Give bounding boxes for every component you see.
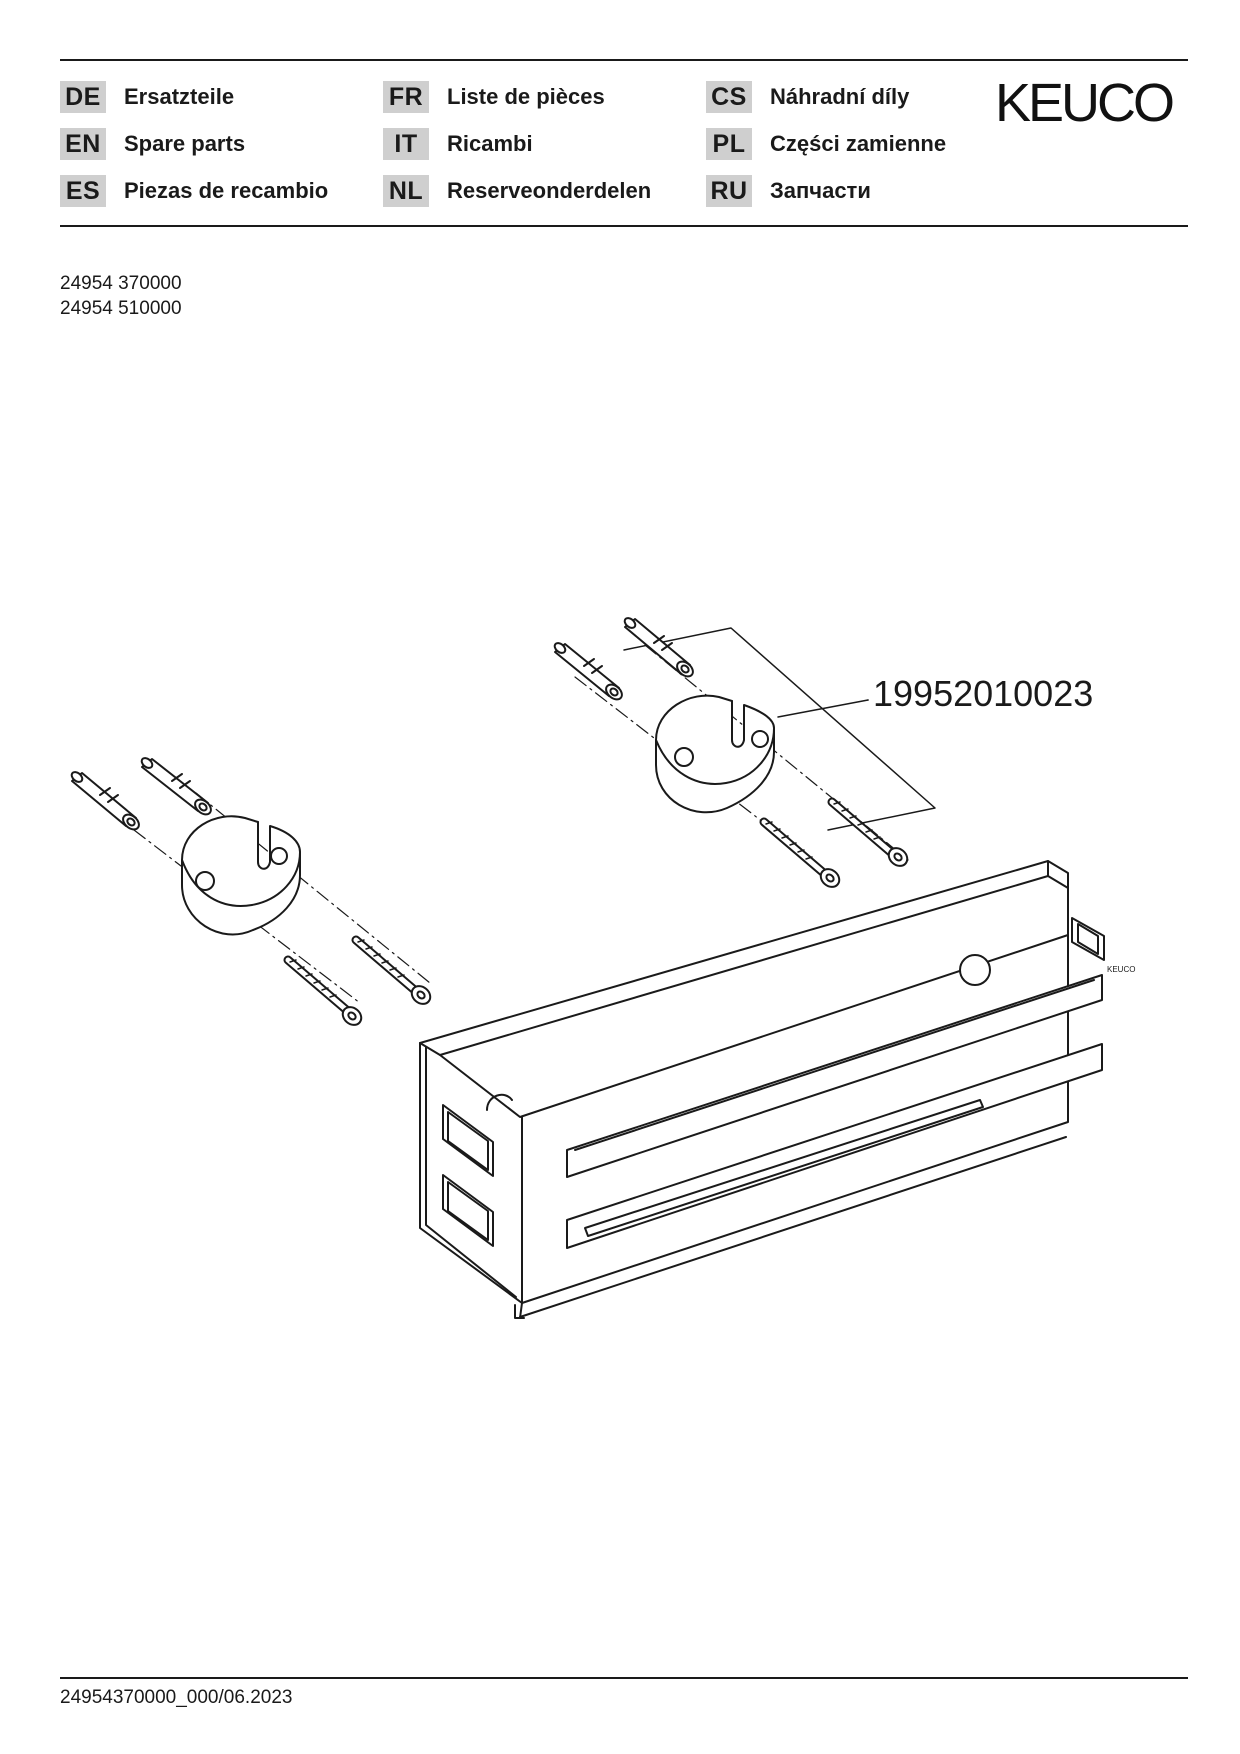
- footer-rule: [60, 1677, 1188, 1679]
- shower-basket: [419, 860, 1105, 1319]
- lang-code: ES: [60, 175, 106, 207]
- wall-plug: [70, 771, 140, 831]
- lang-code: FR: [383, 81, 429, 113]
- lang-pl: PL Części zamienne: [706, 126, 946, 162]
- wall-plug: [623, 617, 694, 678]
- lang-code: RU: [706, 175, 752, 207]
- brand-logo: KEUCO: [995, 73, 1175, 133]
- lang-code: CS: [706, 81, 752, 113]
- top-rule: [60, 59, 1188, 61]
- lang-cs: CS Náhradní díly: [706, 79, 909, 115]
- document-number: 24954370000_000/06.2023: [60, 1687, 293, 1708]
- lang-es: ES Piezas de recambio: [60, 173, 328, 209]
- basket-brand-mark: KEUCO: [1107, 965, 1135, 974]
- lang-de: DE Ersatzteile: [60, 79, 234, 115]
- lang-label: Náhradní díly: [770, 84, 910, 109]
- lang-label: Запчасти: [770, 178, 871, 203]
- lang-label: Liste de pièces: [447, 84, 605, 109]
- lang-code: PL: [706, 128, 752, 160]
- lang-label: Piezas de recambio: [124, 178, 329, 203]
- lang-code: NL: [383, 175, 429, 207]
- screw: [351, 935, 432, 1005]
- lang-ru: RU Запчасти: [706, 173, 871, 209]
- lang-label: Ricambi: [447, 131, 533, 156]
- callout-bracket: [623, 627, 936, 831]
- wall-plug: [553, 642, 623, 701]
- lang-fr: FR Liste de pièces: [383, 79, 605, 115]
- wall-bracket: [181, 815, 301, 936]
- lang-label: Części zamienne: [770, 131, 947, 156]
- wall-bracket: [655, 694, 775, 814]
- article-number: 24954 510000: [60, 298, 182, 319]
- screw: [283, 955, 363, 1026]
- screw: [759, 817, 841, 888]
- lang-label: Reserveonderdelen: [447, 178, 652, 203]
- lang-nl: NL Reserveonderdelen: [383, 173, 651, 209]
- article-number: 24954 370000: [60, 273, 182, 294]
- wall-plug: [140, 757, 212, 816]
- lang-code: EN: [60, 128, 106, 160]
- screw: [827, 797, 909, 867]
- lang-code: IT: [383, 128, 429, 160]
- lang-label: Ersatzteile: [124, 84, 235, 109]
- lang-en: EN Spare parts: [60, 126, 245, 162]
- header-rule: [60, 225, 1188, 227]
- part-number-label: 19952010023: [873, 673, 1094, 714]
- lang-label: Spare parts: [124, 131, 246, 156]
- lang-code: DE: [60, 81, 106, 113]
- lang-it: IT Ricambi: [383, 126, 533, 162]
